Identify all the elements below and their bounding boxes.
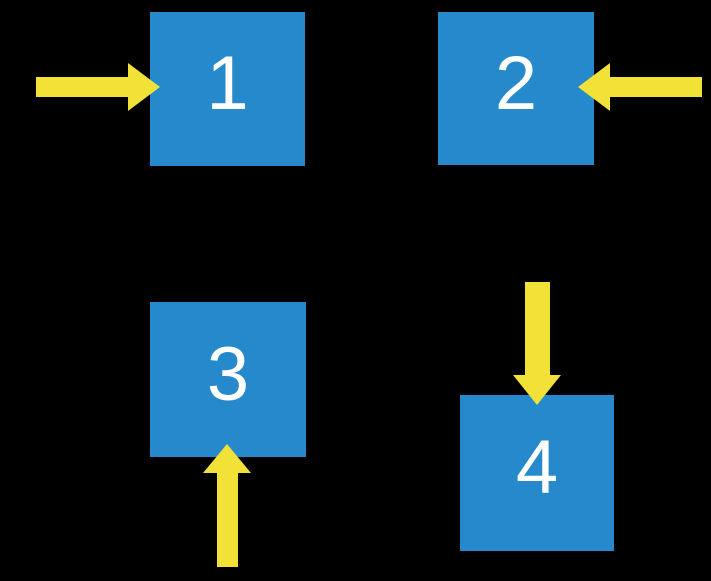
- arrow-left-icon: [578, 63, 702, 111]
- arrow-down-head: [513, 375, 561, 405]
- arrow-down-icon: [513, 282, 562, 405]
- square-2-label: 2: [494, 40, 538, 126]
- square-4-label: 4: [515, 425, 559, 510]
- square-3: 3: [150, 302, 306, 457]
- square-1-label: 1: [206, 41, 249, 126]
- arrow-right-icon: [36, 63, 160, 111]
- arrow-right-head: [128, 63, 160, 111]
- square-4: 4: [460, 395, 614, 551]
- square-3-label: 3: [206, 331, 250, 417]
- arrow-up-shaft: [217, 472, 238, 567]
- arrow-up-icon: [203, 444, 252, 567]
- square-1: 1: [150, 12, 305, 166]
- arrow-right-shaft: [36, 77, 129, 97]
- arrow-left-shaft: [609, 77, 702, 97]
- arrow-left-head: [578, 63, 610, 111]
- square-2: 2: [438, 12, 594, 165]
- arrow-up-head: [203, 444, 251, 473]
- arrow-down-shaft: [525, 282, 550, 376]
